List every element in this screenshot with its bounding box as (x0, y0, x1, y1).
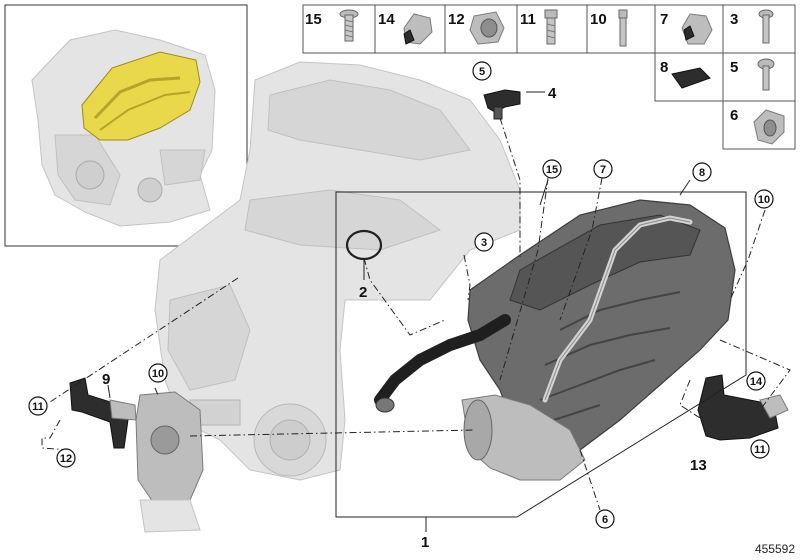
clamp-6-icon (753, 109, 785, 145)
svg-text:15: 15 (546, 164, 558, 176)
circled-label-12[interactable]: 12 (56, 448, 76, 468)
clip-14-icon (403, 13, 433, 45)
screw-5-icon (757, 58, 775, 91)
svg-text:12: 12 (60, 453, 72, 465)
item-1-outline (335, 191, 747, 518)
circled-label-7[interactable]: 7 (593, 159, 613, 179)
label-2: 2 (359, 284, 367, 301)
table-label-14: 14 (378, 11, 395, 28)
table-label-6: 6 (730, 107, 738, 124)
label-4: 4 (548, 85, 557, 102)
svg-text:10: 10 (758, 194, 770, 206)
label-9: 9 (102, 371, 110, 388)
main-labels: 1 2 4 9 13 (102, 85, 707, 551)
engine-overview-inset[interactable] (4, 4, 248, 247)
circled-label-8[interactable]: 8 (692, 162, 712, 182)
svg-text:5: 5 (479, 66, 485, 78)
parts-table-labels: 15 14 12 11 10 7 3 8 5 6 (305, 11, 738, 124)
table-label-8: 8 (660, 59, 668, 76)
bolt-11-icon (544, 9, 558, 45)
table-label-5: 5 (730, 59, 738, 76)
label-13: 13 (690, 457, 707, 474)
bushing-12-icon (469, 11, 505, 45)
circled-label-14[interactable]: 14 (746, 371, 766, 391)
parts-table-thumbnails (339, 9, 785, 145)
circled-label-15[interactable]: 15 (542, 159, 562, 179)
svg-text:11: 11 (754, 444, 766, 456)
table-label-11: 11 (520, 11, 536, 28)
bracket-13-illustration (697, 374, 789, 441)
table-label-3: 3 (730, 11, 738, 28)
svg-text:3: 3 (481, 237, 487, 249)
label-1: 1 (421, 534, 429, 551)
bolt-15-icon (339, 9, 359, 42)
circled-labels: 5 15 7 8 10 3 10 11 (28, 61, 774, 529)
inset-highlighted-manifold (81, 51, 201, 141)
table-label-15: 15 (305, 11, 322, 28)
bolt-10-icon (618, 9, 628, 47)
intake-manifold-illustration (345, 89, 736, 481)
svg-text:6: 6 (602, 514, 608, 526)
circled-label-10-right[interactable]: 10 (754, 189, 774, 209)
bracket-9-illustration (69, 377, 137, 449)
svg-text:14: 14 (750, 376, 763, 388)
leader-lines (41, 91, 791, 532)
svg-text:11: 11 (32, 401, 44, 413)
svg-text:10: 10 (152, 368, 164, 380)
bolt-3-icon (758, 9, 774, 44)
circled-label-11-left[interactable]: 11 (28, 396, 48, 416)
circled-label-10-left[interactable]: 10 (148, 363, 168, 383)
circled-label-3[interactable]: 3 (474, 232, 494, 252)
engine-block-illustration (154, 61, 521, 481)
svg-text:7: 7 (600, 164, 606, 176)
diagram-reference-number: 455592 (755, 542, 795, 556)
throttle-body-illustration (135, 391, 204, 533)
svg-text:8: 8 (699, 167, 705, 179)
circled-label-6[interactable]: 6 (595, 509, 615, 529)
pad-8-icon (671, 67, 711, 89)
table-label-10: 10 (590, 11, 607, 28)
table-label-7: 7 (660, 11, 668, 28)
circled-label-5[interactable]: 5 (472, 61, 492, 81)
table-label-12: 12 (448, 11, 465, 28)
circled-label-11-right[interactable]: 11 (750, 439, 770, 459)
clip-7-icon (681, 13, 713, 45)
